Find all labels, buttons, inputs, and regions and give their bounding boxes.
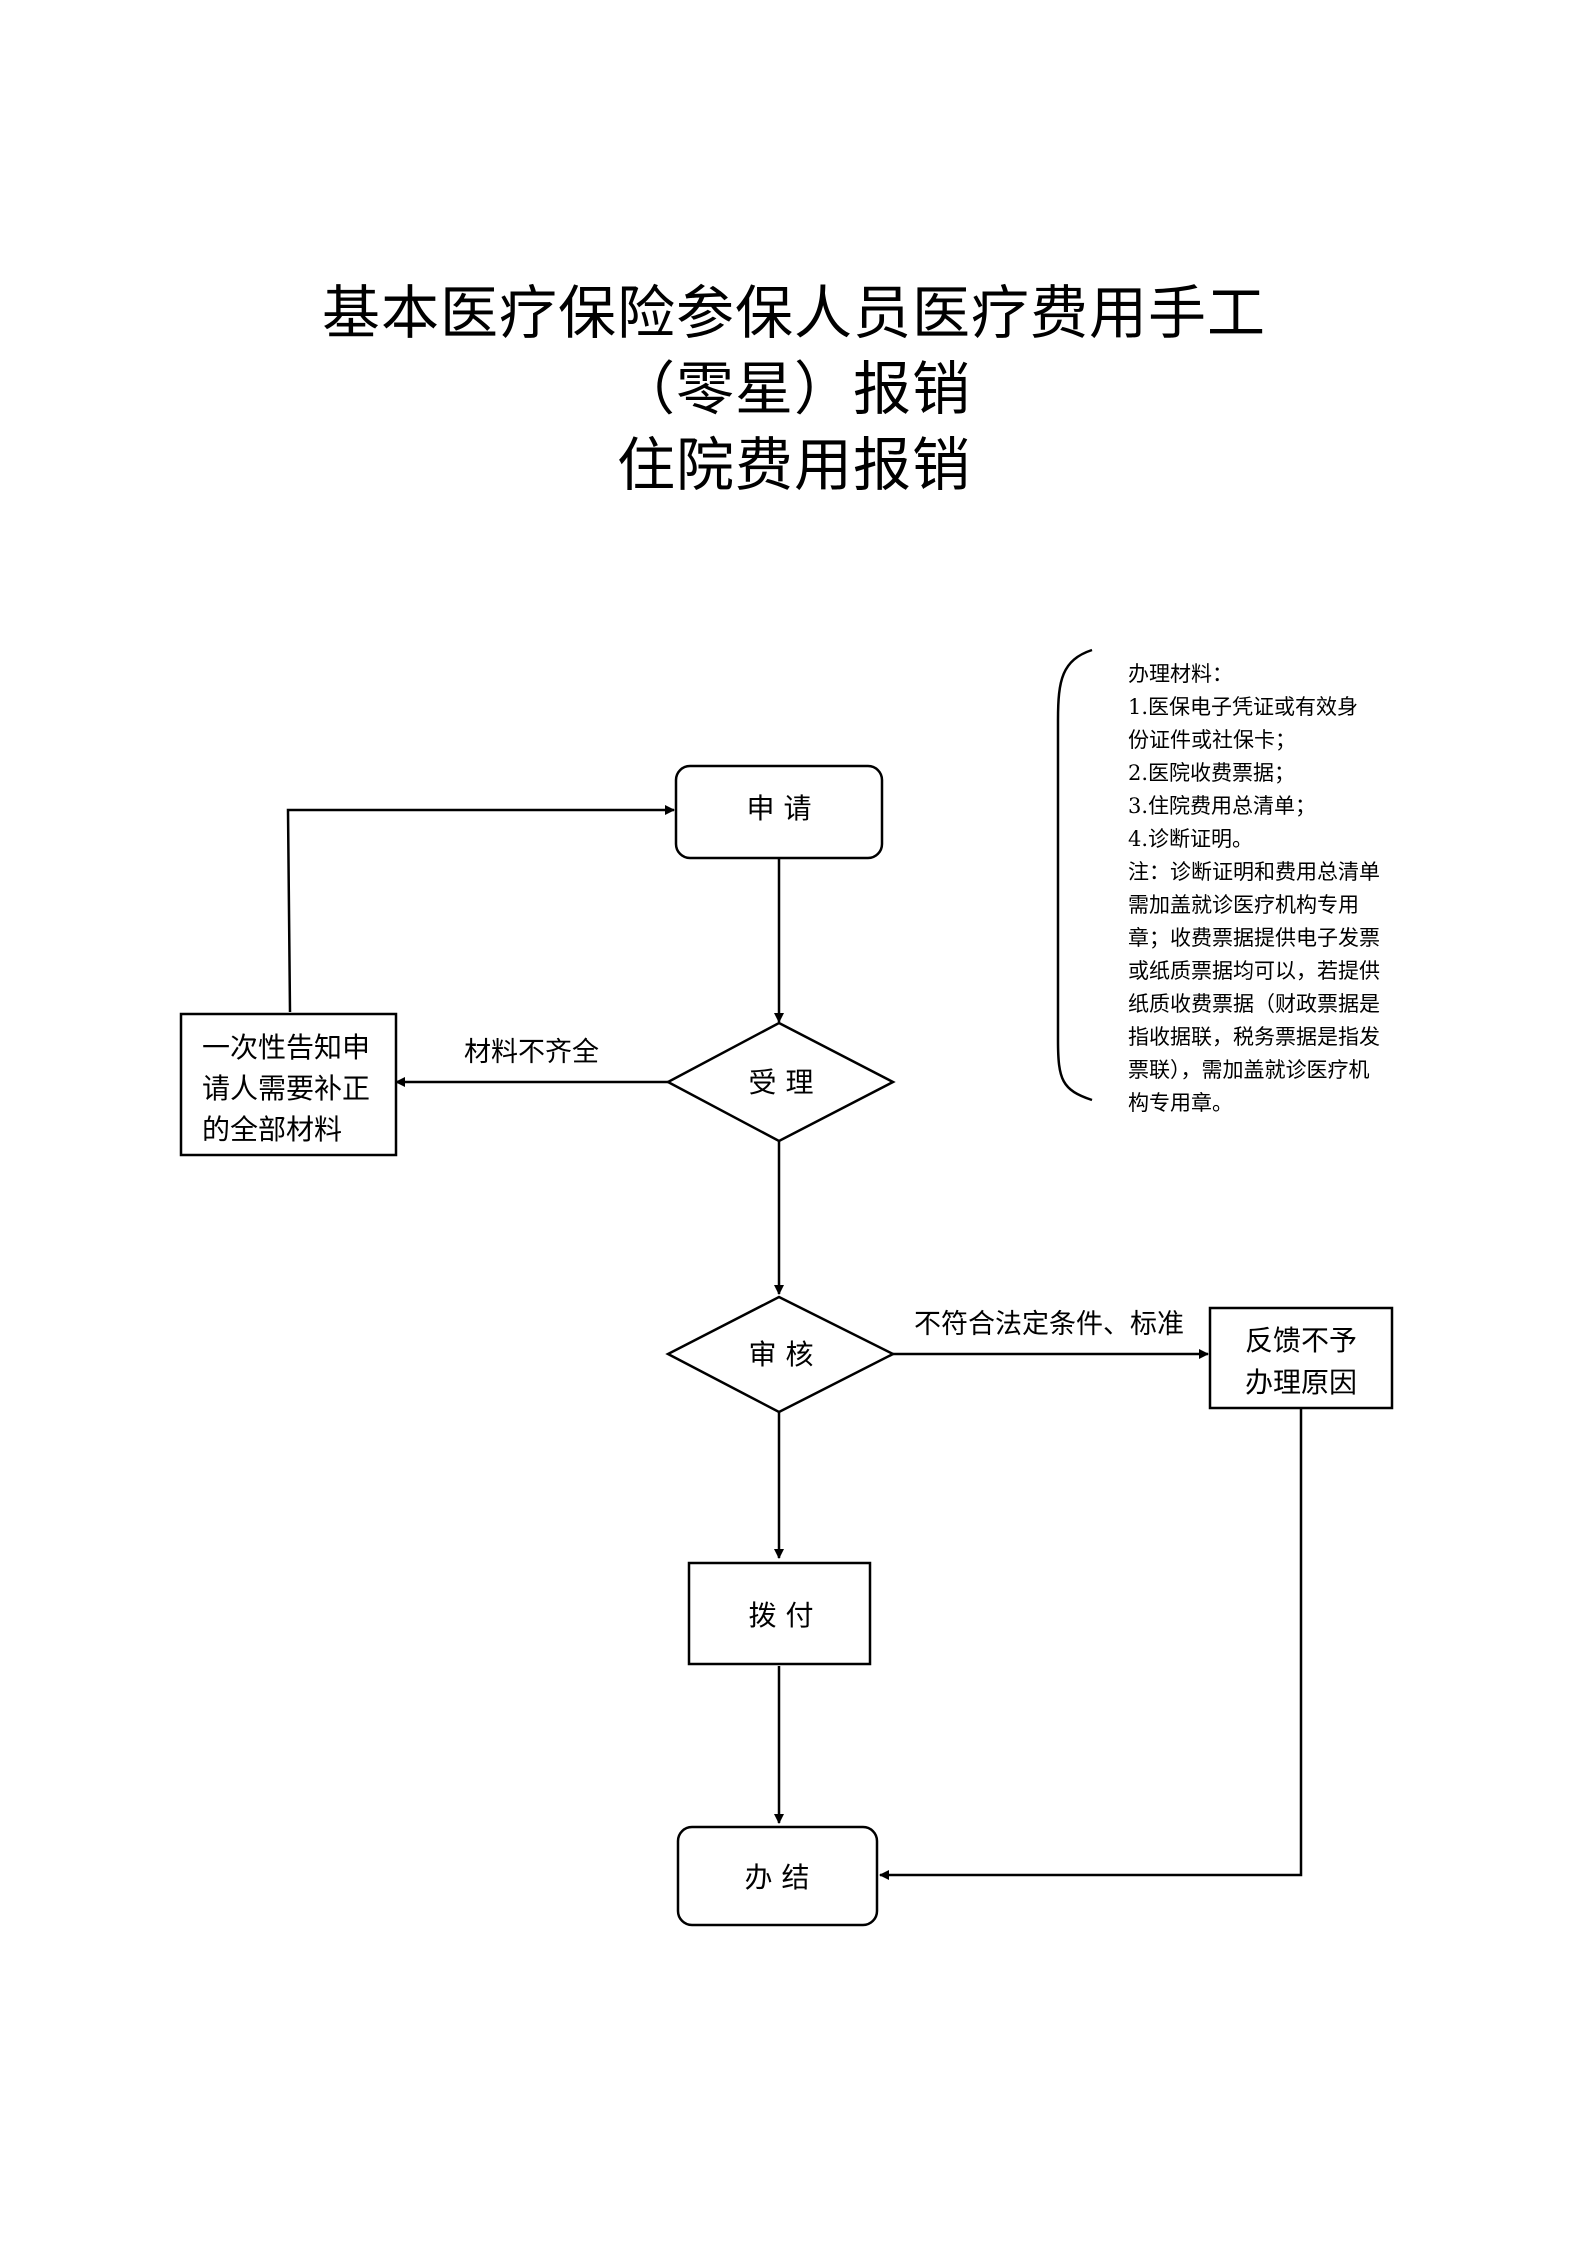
notify-label-line-2: 请人需要补正: [202, 1072, 370, 1105]
notes-line: 需加盖就诊医疗机构专用: [1128, 893, 1359, 917]
complete-node: [676, 1825, 879, 1927]
materials-notes: 办理材料： 1.医保电子凭证或有效身 份证件或社保卡； 2.医院收费票据； 3.…: [1128, 658, 1428, 1120]
notes-line: 办理材料：: [1128, 662, 1233, 686]
notes-line: 纸质收费票据（财政票据是: [1128, 992, 1380, 1016]
edge-label-incomplete-materials: 材料不齐全: [464, 1037, 599, 1068]
notes-line: 1.医保电子凭证或有效身: [1128, 695, 1359, 719]
title-block: 基本医疗保险参保人员医疗费用手工 （零星）报销 住院费用报销: [0, 275, 1588, 503]
title-line-2: （零星）报销: [616, 355, 971, 423]
node-shapes: [179, 764, 1394, 1927]
review-label: 审 核: [749, 1338, 814, 1371]
arrow-notify-to-apply: [286, 805, 675, 1013]
notes-line: 2.医院收费票据；: [1128, 761, 1296, 785]
notes-line: 或纸质票据均可以，若提供: [1128, 959, 1380, 983]
notes-line: 指收据联，税务票据是指发: [1128, 1025, 1380, 1049]
notify-node: [179, 1012, 398, 1157]
payment-node: [687, 1561, 872, 1666]
notes-line: 注：诊断证明和费用总清单: [1128, 860, 1380, 884]
accept-label: 受 理: [749, 1066, 814, 1099]
payment-label: 拨 付: [749, 1599, 814, 1632]
edge-label-not-qualified: 不符合法定条件、标准: [914, 1309, 1184, 1340]
feedback-label-line-1: 反馈不予: [1245, 1324, 1357, 1357]
notes-line: 票联），需加盖就诊医疗机: [1128, 1058, 1370, 1082]
apply-label: 申 请: [747, 792, 812, 825]
apply-node: [674, 764, 884, 860]
accept-node: [665, 1021, 896, 1143]
title-line-1: 基本医疗保险参保人员医疗费用手工: [321, 279, 1266, 347]
notify-label-line-3: 的全部材料: [202, 1113, 342, 1146]
notes-line: 4.诊断证明。: [1128, 827, 1254, 851]
connectors: [286, 805, 1303, 1880]
feedback-label-line-2: 办理原因: [1245, 1366, 1357, 1399]
notes-line: 章；收费票据提供电子发票: [1128, 926, 1380, 950]
feedback-node: [1208, 1306, 1394, 1410]
review-node: [665, 1295, 896, 1414]
notes-line: 3.住院费用总清单；: [1128, 794, 1317, 818]
complete-label: 办 结: [745, 1861, 810, 1894]
notes-brace: [1056, 648, 1093, 1102]
notes-line: 份证件或社保卡；: [1128, 728, 1296, 752]
arrow-feedback-to-complete: [879, 1408, 1303, 1880]
notes-line: 构专用章。: [1128, 1091, 1233, 1115]
notify-label-line-1: 一次性告知申: [202, 1031, 370, 1064]
title-line-3: 住院费用报销: [616, 431, 971, 499]
